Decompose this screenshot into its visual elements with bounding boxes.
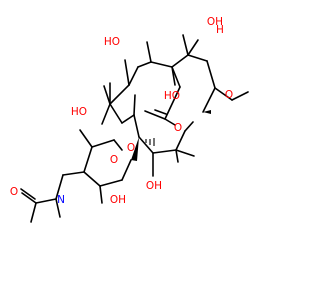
molecule-structure: OH H HO HO HO OH OH O O O O O N [10,16,249,223]
label-oh-left-lower: HO [71,106,87,118]
macrolide-ring-bonds [101,54,216,154]
macrolide-substituents [133,34,249,177]
label-ring-oxygen-macro: O [225,89,233,101]
label-oh-lower-mid: OH [146,180,162,192]
label-oh-top-right: OH [207,16,223,28]
label-oh-top-right-h: H [216,24,224,36]
label-amide-nitrogen: N [57,194,65,206]
structure-canvas: OH H HO HO HO OH OH O O O O O N [9,16,249,223]
label-oh-inner: HO [164,90,180,102]
sugar-ring-bonds [20,129,132,223]
label-oh-left-upper: HO [104,36,120,48]
stereo-bonds [131,110,211,161]
label-sugar-ring-oxygen: O [110,154,118,166]
label-amide-oxygen: O [10,186,18,198]
carbonyl-bonds [144,109,167,120]
label-oh-sugar: OH [110,194,126,206]
label-carbonyl-oxygen: O [174,122,182,134]
label-ether-oxygen: O [127,142,135,154]
atom-labels: OH H HO HO HO OH OH O O O O O N [10,16,233,206]
